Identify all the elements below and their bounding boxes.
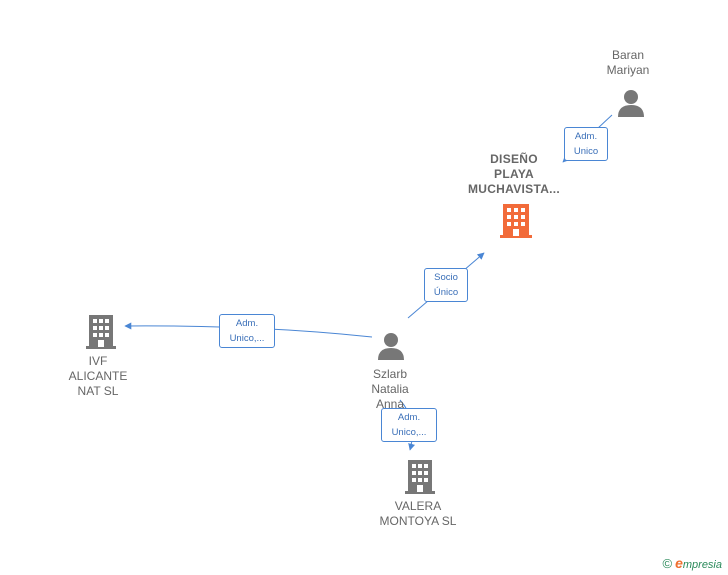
edge-label-line: Único <box>433 287 459 298</box>
edge-label-szlarb-diseno[interactable]: Socio Único <box>424 268 468 302</box>
building-icon[interactable] <box>86 315 116 349</box>
node-label-line: Baran <box>611 48 645 62</box>
edge-label-line: Unico,... <box>391 427 427 438</box>
node-label-line: ALICANTE <box>68 369 128 383</box>
brand-logo: empresia <box>675 555 722 571</box>
node-label-szlarb[interactable]: Szlarb Natalia Anna <box>350 367 430 412</box>
brand-initial: e <box>675 555 683 571</box>
node-label-line: Natalia <box>371 382 409 396</box>
edge-label-line: Socio <box>434 272 458 283</box>
edge-label-line: Adm. <box>397 412 421 423</box>
node-label-line: IVF <box>88 354 108 368</box>
node-label-ivf[interactable]: IVF ALICANTE NAT SL <box>58 354 138 399</box>
node-label-baran[interactable]: Baran Mariyan <box>588 48 668 78</box>
copyright-icon: © <box>662 556 673 571</box>
brand-footer[interactable]: ©empresia <box>662 555 722 571</box>
edge-label-baran-diseno[interactable]: Adm. Unico <box>564 127 608 161</box>
edge-label-line: Unico <box>573 146 599 157</box>
building-icon[interactable] <box>500 204 532 238</box>
node-label-line: NAT SL <box>77 384 119 398</box>
brand-name: mpresia <box>682 559 722 571</box>
person-icon[interactable] <box>376 332 406 360</box>
node-label-line: Anna <box>375 397 405 411</box>
node-label-line: DISEÑO <box>490 152 538 166</box>
node-label-line: VALERA <box>394 499 442 513</box>
node-label-line: PLAYA <box>494 167 534 181</box>
building-icon[interactable] <box>405 460 435 494</box>
person-icon[interactable] <box>616 89 646 117</box>
node-label-diseno[interactable]: DISEÑO PLAYA MUCHAVISTA... <box>454 152 574 197</box>
node-label-line: Szlarb <box>372 367 407 381</box>
node-label-valera[interactable]: VALERA MONTOYA SL <box>368 499 468 529</box>
edge-label-szlarb-ivf[interactable]: Adm. Unico,... <box>219 314 275 348</box>
node-label-line: MONTOYA SL <box>379 514 457 528</box>
edge-label-szlarb-valera[interactable]: Adm. Unico,... <box>381 408 437 442</box>
edge-label-line: Adm. <box>235 318 259 329</box>
node-label-line: Mariyan <box>606 63 650 77</box>
edge-label-line: Adm. <box>574 131 598 142</box>
node-label-line: MUCHAVISTA... <box>467 182 561 196</box>
edge-label-line: Unico,... <box>229 333 265 344</box>
